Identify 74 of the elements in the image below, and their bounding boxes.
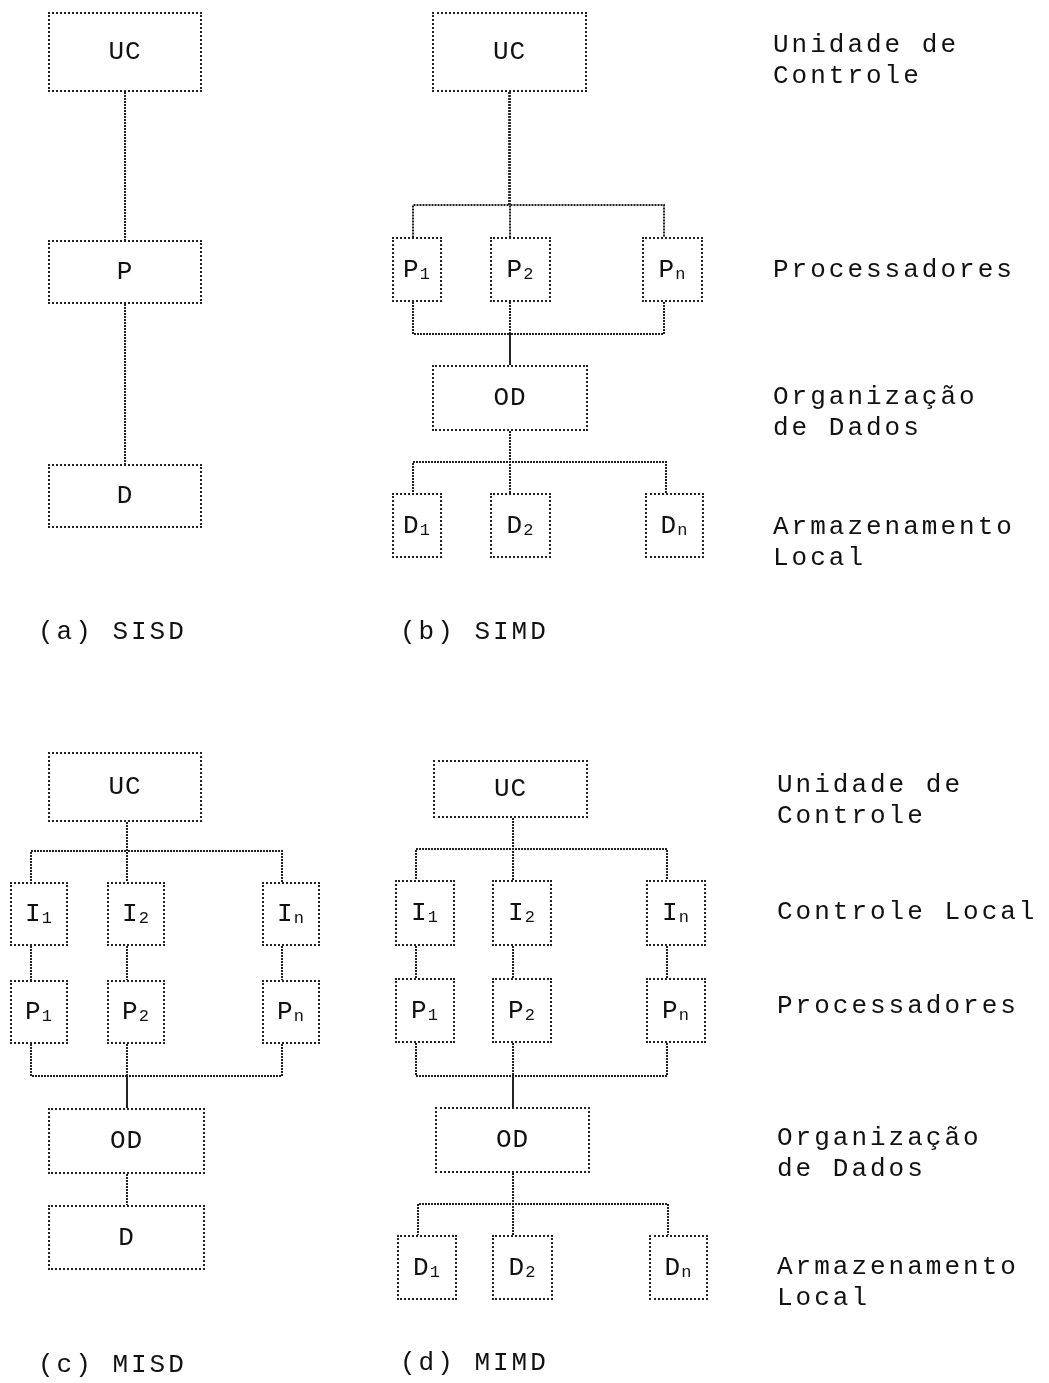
box-label: P <box>116 257 134 287</box>
process-box <box>649 1235 708 1300</box>
connector-line <box>509 301 511 366</box>
box-label: UC <box>493 774 528 804</box>
level-label: Armazenamento Local <box>777 1252 1020 1314</box>
process-box <box>10 882 68 946</box>
connector-line <box>126 1043 128 1109</box>
process-box <box>392 237 442 302</box>
process-box <box>645 493 704 558</box>
connector-line <box>509 301 665 366</box>
caption-text: (d) MIMD <box>400 1348 550 1379</box>
process-box <box>48 240 202 304</box>
process-box <box>10 980 68 1044</box>
connector-line <box>281 945 283 981</box>
process-box <box>107 980 165 1044</box>
connector-line <box>666 945 668 979</box>
process-box <box>433 760 588 818</box>
connector-line <box>124 91 126 241</box>
process-box <box>492 978 552 1043</box>
process-box <box>492 1235 553 1300</box>
process-box <box>642 237 703 302</box>
level-label: Controle Local <box>777 897 1039 928</box>
process-box <box>490 237 551 302</box>
process-box <box>435 1107 590 1173</box>
process-box <box>48 12 202 92</box>
level-label: Armazenamento Local <box>773 512 1016 574</box>
process-box <box>395 880 455 946</box>
level-label: Processadores <box>777 991 1020 1022</box>
process-box <box>107 882 165 946</box>
caption-text: (c) MISD <box>38 1350 188 1381</box>
box-label: OD <box>109 1126 144 1156</box>
connector-line <box>508 91 665 238</box>
process-box <box>395 978 455 1043</box>
level-label: Unidade de Controle <box>773 30 961 92</box>
caption-text: (a) SISD <box>38 617 188 648</box>
process-box <box>490 493 551 558</box>
box-label: D <box>118 1222 135 1253</box>
process-box <box>492 880 552 946</box>
connector-line <box>415 945 417 979</box>
connector-line <box>126 945 128 981</box>
connector-line <box>512 1172 669 1236</box>
connector-line <box>126 1173 128 1206</box>
connector-line <box>124 303 126 465</box>
connector-line <box>512 945 514 979</box>
process-box <box>397 1235 457 1300</box>
connector-line <box>512 817 668 881</box>
box-label: D <box>116 481 134 511</box>
process-box <box>48 752 202 822</box>
connector-line <box>509 430 667 494</box>
process-box <box>48 1108 205 1174</box>
process-box <box>48 464 202 528</box>
connector-line <box>512 1042 514 1108</box>
process-box <box>646 978 706 1043</box>
process-box <box>646 880 706 946</box>
connector-line <box>512 1042 668 1108</box>
level-label: Organização de Dados <box>773 382 979 444</box>
level-label: Processadores <box>773 255 1016 286</box>
process-box <box>262 882 320 946</box>
process-box <box>432 12 587 92</box>
box-label: UC <box>108 772 142 802</box>
box-label: UC <box>108 37 142 67</box>
process-box <box>392 493 442 558</box>
level-label: Unidade de Controle <box>777 770 965 832</box>
box-label: OD <box>493 383 527 413</box>
connector-line <box>30 945 32 981</box>
level-label: Organização de Dados <box>777 1123 983 1185</box>
process-box <box>432 365 588 431</box>
caption-text: (b) SIMD <box>400 617 550 648</box>
process-box <box>262 980 320 1044</box>
box-label: UC <box>492 37 527 67</box>
process-box <box>48 1205 205 1270</box>
connector-line <box>126 821 283 883</box>
box-label: OD <box>495 1125 530 1155</box>
connector-line <box>126 1043 283 1109</box>
